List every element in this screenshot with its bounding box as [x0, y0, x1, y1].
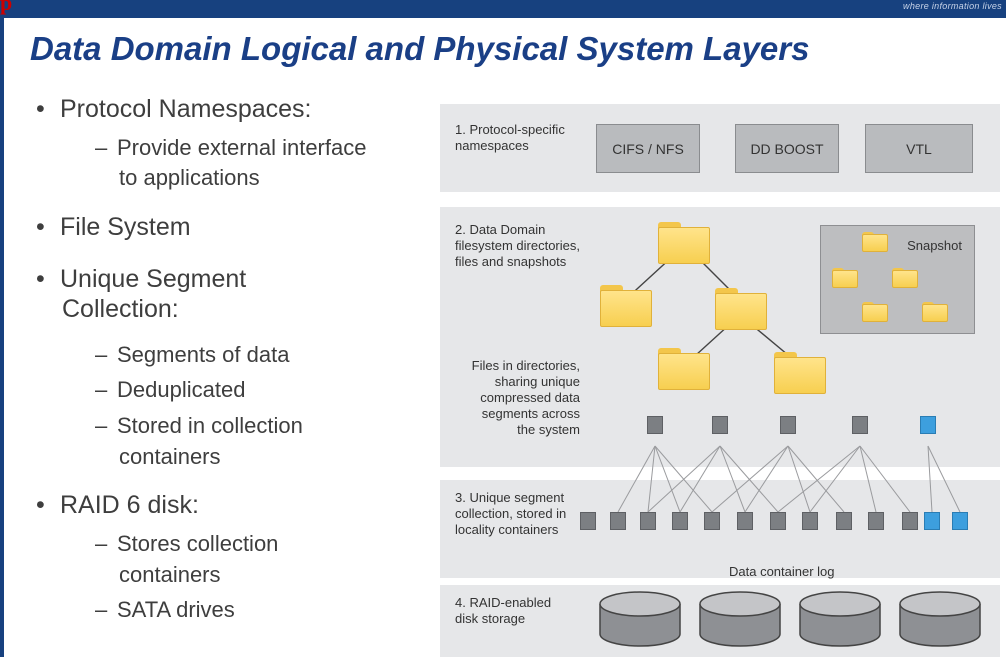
data-container-log-label: Data container log [729, 564, 835, 579]
folder-icon [862, 232, 888, 252]
sub-bullet-cont: containers [119, 562, 221, 587]
sub-bullet-segments: –Segments of data [95, 342, 290, 367]
bullet-cont: Collection: [62, 295, 179, 323]
bullet-unique-segment: •Unique Segment [36, 265, 247, 293]
logo-mark: p [0, 0, 13, 15]
slide-title: Data Domain Logical and Physical System … [30, 30, 810, 67]
sub-bullet-cont: to applications [119, 165, 260, 190]
disk-icon [899, 591, 981, 647]
segment-icon [704, 512, 720, 530]
bullet-protocol: •Protocol Namespaces: [36, 95, 312, 123]
segment-icon [770, 512, 786, 530]
sub-bullet-deduplicated: –Deduplicated [95, 377, 246, 402]
segment-icon [868, 512, 884, 530]
tagline: where information lives [903, 1, 1002, 11]
sub-bullet-stored: –Stored in collection [95, 413, 303, 438]
segment-icon [902, 512, 918, 530]
folder-icon [774, 352, 826, 394]
folder-icon [600, 285, 652, 327]
segment-icon [802, 512, 818, 530]
segment-icon [712, 416, 728, 434]
sub-bullet-cont: containers [119, 444, 221, 469]
segment-icon [640, 512, 656, 530]
segment-icon [836, 512, 852, 530]
segment-icon [647, 416, 663, 434]
layer2-label: 2. Data Domain filesystem directories, f… [455, 222, 580, 269]
segment-icon [580, 512, 596, 530]
folder-icon [658, 222, 710, 264]
sub-bullet-external-interface: –Provide external interface [95, 135, 367, 160]
top-banner: where information lives [0, 0, 1006, 18]
folder-icon [892, 268, 918, 288]
disk-icon [599, 591, 681, 647]
sub-bullet-stores: –Stores collection [95, 531, 279, 556]
layer3-label: 3. Unique segment collection, stored in … [455, 490, 567, 537]
segment-icon [952, 512, 968, 530]
files-label: Files in directories, sharing unique com… [471, 358, 580, 437]
left-border [0, 18, 4, 657]
snapshot-label: Snapshot [907, 238, 962, 253]
segment-icon [924, 512, 940, 530]
segment-icon [852, 416, 868, 434]
folder-icon [922, 302, 948, 322]
segment-icon [920, 416, 936, 434]
folder-icon [832, 268, 858, 288]
folder-icon [862, 302, 888, 322]
layer1-panel: 1. Protocol-specific namespaces CIFS / N… [440, 104, 1000, 192]
segment-icon [672, 512, 688, 530]
segment-icon [737, 512, 753, 530]
folder-icon [715, 288, 767, 330]
bullet-raid: •RAID 6 disk: [36, 491, 199, 519]
sub-bullet-sata: –SATA drives [95, 597, 235, 622]
segment-icon [610, 512, 626, 530]
vtl-box: VTL [865, 124, 973, 173]
folder-icon [658, 348, 710, 390]
bullet-file-system: •File System [36, 213, 191, 241]
cifs-nfs-box: CIFS / NFS [596, 124, 700, 173]
disk-icon [799, 591, 881, 647]
dd-boost-box: DD BOOST [735, 124, 839, 173]
disk-icon [699, 591, 781, 647]
layer1-label: 1. Protocol-specific namespaces [455, 122, 565, 153]
segment-icon [780, 416, 796, 434]
layer4-label: 4. RAID-enabled disk storage [455, 595, 552, 626]
layers-diagram: 1. Protocol-specific namespaces CIFS / N… [440, 90, 1000, 657]
